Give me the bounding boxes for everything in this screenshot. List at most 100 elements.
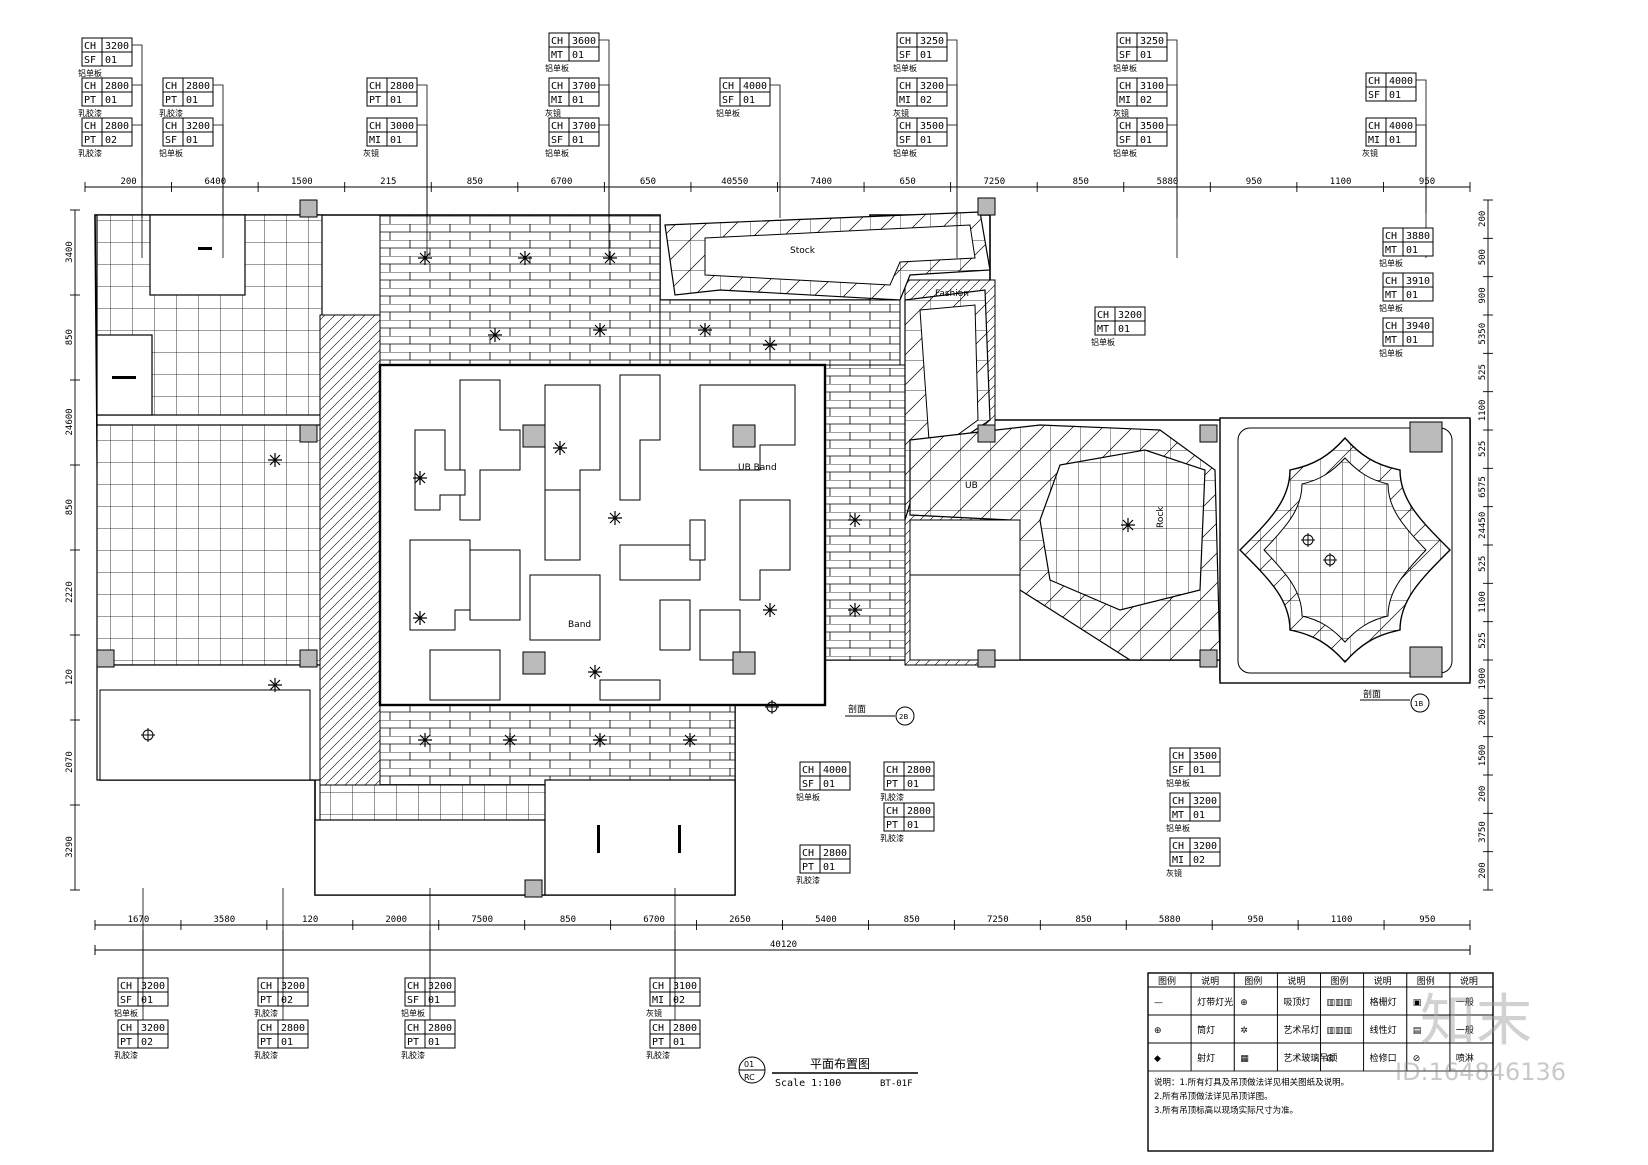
room-label-ub-band: UB Band (738, 463, 777, 473)
dimension-label: 525 (1478, 632, 1488, 648)
tag-code: PT (84, 95, 96, 106)
tag-value: 01 (572, 50, 584, 61)
tag-note: 乳胶漆 (254, 1008, 278, 1018)
legend-description: 艺术吊灯 (1283, 1024, 1319, 1036)
tag-value: 02 (141, 1037, 153, 1048)
tag-code: CH (551, 121, 563, 132)
dimension-label: 200 (1478, 709, 1488, 725)
tag-note: 铝单板 (114, 1008, 138, 1018)
legend-symbol: ⊕ (1154, 1026, 1162, 1036)
tag-note: 铝单板 (716, 108, 740, 118)
dimension-label: 215 (380, 177, 396, 187)
tag-code: PT (120, 1037, 132, 1048)
dimension-label: 5350 (1478, 323, 1488, 345)
dimension-label: 1100 (1478, 591, 1488, 613)
tag-code: PT (369, 95, 381, 106)
tag-note: 铝单板 (545, 63, 569, 73)
tag-code: MI (1172, 855, 1184, 866)
room-label-band: Band (568, 620, 591, 630)
dimension-label: 40550 (721, 177, 748, 187)
tag-code: PT (886, 779, 898, 790)
tag-note: 铝单板 (1113, 148, 1137, 158)
tag-note: 铝单板 (1379, 258, 1403, 268)
tag-value: 3700 (572, 121, 596, 132)
tag-value: 3200 (281, 981, 305, 992)
tag-code: MT (551, 50, 563, 61)
tag-code: CH (120, 1023, 132, 1034)
tag-note: 铝单板 (1166, 823, 1190, 833)
tag-value: 01 (907, 820, 919, 831)
tag-note: 灰镜 (545, 108, 561, 118)
tag-value: 01 (823, 779, 835, 790)
legend-description: 格栅灯 (1370, 996, 1397, 1008)
legend-header: 说明 (1460, 975, 1478, 987)
tag-code: CH (899, 36, 911, 47)
tag-value: 01 (1140, 50, 1152, 61)
tag-code: CH (1119, 121, 1131, 132)
watermark-id: ID:164846136 (1395, 1058, 1566, 1086)
legend-note: 说明：1.所有灯具及吊顶做法详见相关图纸及说明。 (1154, 1077, 1349, 1088)
legend-header: 图例 (1417, 975, 1435, 987)
tag-code: CH (165, 121, 177, 132)
dimension-label: 7400 (810, 177, 832, 187)
tag-value: 02 (281, 995, 293, 1006)
tag-note: 铝单板 (401, 1008, 425, 1018)
tag-code: CH (551, 36, 563, 47)
tag-note: 铝单板 (796, 792, 820, 802)
tag-code: SF (84, 55, 96, 66)
dimension-label: 2650 (729, 915, 751, 925)
tag-code: MI (652, 995, 664, 1006)
dimension-label: 3580 (214, 915, 236, 925)
dimension-label: 850 (65, 499, 75, 515)
tag-code: SF (1119, 50, 1131, 61)
legend-header: 图例 (1331, 975, 1349, 987)
tag-code: MI (1119, 95, 1131, 106)
legend-symbol: ✲ (1240, 1026, 1248, 1036)
dimension-label: 40120 (770, 940, 797, 950)
legend-symbol: — (1154, 998, 1163, 1008)
tag-note: 铝单板 (893, 63, 917, 73)
tag-code: CH (84, 41, 96, 52)
tag-note: 铝单板 (1113, 63, 1137, 73)
dimension-label: 24450 (1478, 512, 1488, 539)
tag-code: SF (1172, 765, 1184, 776)
section-mark-2b-code: 2B (899, 713, 908, 721)
room-label-ub: UB (965, 481, 978, 491)
tag-note: 乳胶漆 (159, 108, 183, 118)
tag-code: CH (1368, 121, 1380, 132)
tag-value: 01 (920, 135, 932, 146)
tag-value: 2800 (907, 765, 931, 776)
dimension-label: 6700 (551, 177, 573, 187)
tag-code: SF (899, 135, 911, 146)
tag-code: MT (1385, 290, 1397, 301)
tag-value: 3200 (428, 981, 452, 992)
tag-code: MT (1385, 245, 1397, 256)
tag-code: SF (551, 135, 563, 146)
legend-note: 3.所有吊顶标高以现场实际尺寸为准。 (1154, 1105, 1298, 1116)
tag-note: 铝单板 (1091, 337, 1115, 347)
tag-value: 3200 (186, 121, 210, 132)
tag-code: SF (407, 995, 419, 1006)
tag-code: CH (1119, 36, 1131, 47)
tag-code: SF (1368, 90, 1380, 101)
tag-value: 01 (141, 995, 153, 1006)
tag-value: 3200 (1193, 841, 1217, 852)
dimension-label: 2220 (65, 581, 75, 603)
section-mark-2b: 剖面 2B (845, 703, 915, 726)
legend-symbol: ⊕ (1240, 998, 1248, 1008)
view-number: 01 (744, 1060, 754, 1069)
tag-note: 乳胶漆 (78, 108, 102, 118)
dimension-label: 200 (1478, 786, 1488, 802)
drawing-scale: Scale 1:100 (775, 1078, 841, 1089)
tag-code: CH (802, 848, 814, 859)
tag-value: 2800 (428, 1023, 452, 1034)
